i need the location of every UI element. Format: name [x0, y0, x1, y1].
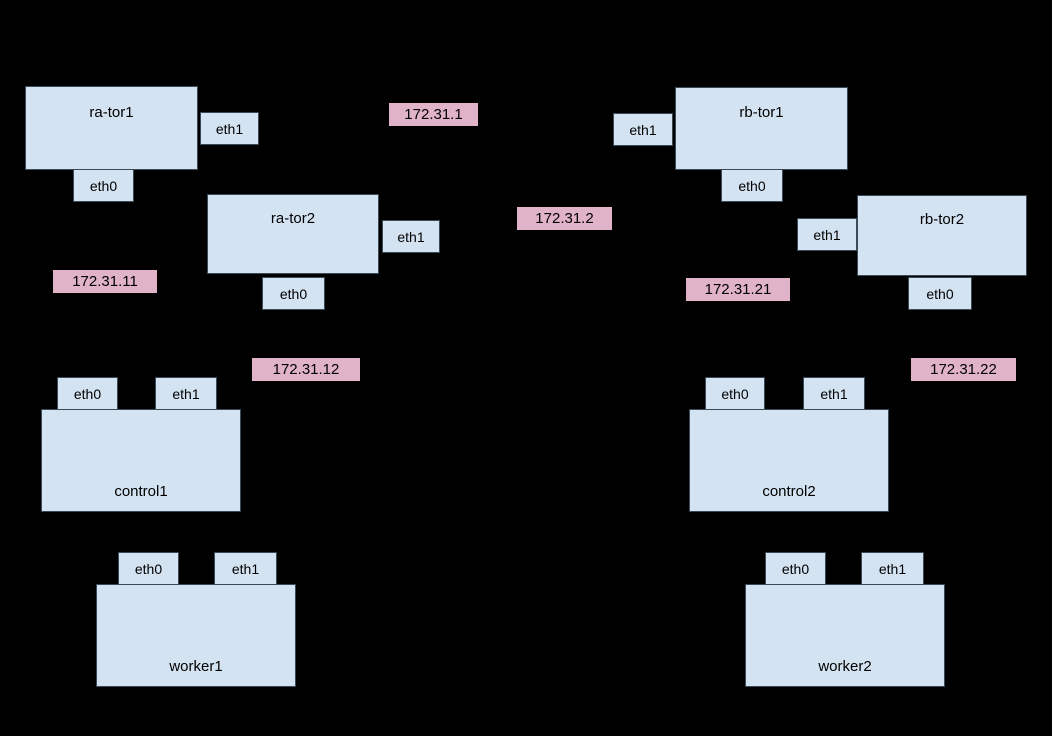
interface-worker1-eth1[interactable]: eth1 [214, 552, 277, 585]
interface-label-worker2-eth1: eth1 [878, 560, 907, 577]
interface-label-rb-tor2-eth0: eth0 [926, 285, 954, 302]
ip-label-text-ip-172-31-2: 172.31.2 [535, 210, 594, 227]
node-worker2[interactable]: worker2 [745, 584, 945, 687]
interface-control1-eth1[interactable]: eth1 [155, 377, 217, 410]
interface-label-worker1-eth1: eth1 [231, 560, 260, 577]
node-worker1[interactable]: worker1 [96, 584, 296, 687]
interface-worker2-eth0[interactable]: eth0 [765, 552, 826, 585]
interface-control2-eth1[interactable]: eth1 [803, 377, 865, 410]
node-control2[interactable]: control2 [689, 409, 889, 512]
interface-rb-tor2-eth1[interactable]: eth1 [797, 218, 857, 251]
interface-worker1-eth0[interactable]: eth0 [118, 552, 179, 585]
ip-label-ip-172-31-1: 172.31.1 [389, 103, 478, 126]
ip-label-ip-172-31-11: 172.31.11 [53, 270, 157, 293]
interface-worker2-eth1[interactable]: eth1 [861, 552, 924, 585]
node-label-control2: control2 [762, 483, 816, 500]
ip-label-ip-172-31-22: 172.31.22 [911, 358, 1016, 381]
interface-ra-tor1-eth1[interactable]: eth1 [200, 112, 259, 145]
interface-control2-eth0[interactable]: eth0 [705, 377, 765, 410]
ip-label-ip-172-31-12: 172.31.12 [252, 358, 360, 381]
node-rb-tor1[interactable]: rb-tor1 [675, 87, 848, 170]
interface-label-ra-tor2-eth0: eth0 [279, 285, 308, 302]
ip-label-ip-172-31-21: 172.31.21 [686, 278, 790, 301]
interface-control1-eth0[interactable]: eth0 [57, 377, 118, 410]
interface-label-control1-eth1: eth1 [172, 385, 200, 402]
ip-label-text-ip-172-31-21: 172.31.21 [704, 281, 772, 298]
ip-label-text-ip-172-31-22: 172.31.22 [930, 361, 997, 378]
interface-label-control1-eth0: eth0 [73, 385, 102, 402]
ip-label-ip-172-31-2: 172.31.2 [517, 207, 612, 230]
node-label-worker2: worker2 [818, 658, 872, 675]
interface-label-rb-tor1-eth1: eth1 [629, 121, 657, 138]
interface-rb-tor2-eth0[interactable]: eth0 [908, 277, 972, 310]
interface-ra-tor2-eth0[interactable]: eth0 [262, 277, 325, 310]
node-ra-tor1[interactable]: ra-tor1 [25, 86, 198, 170]
interface-label-rb-tor1-eth0: eth0 [738, 177, 766, 194]
interface-label-worker2-eth0: eth0 [781, 560, 810, 577]
node-control1[interactable]: control1 [41, 409, 241, 512]
ip-label-text-ip-172-31-12: 172.31.12 [272, 361, 340, 378]
interface-label-worker1-eth0: eth0 [134, 560, 163, 577]
interface-label-control2-eth1: eth1 [820, 385, 848, 402]
node-label-ra-tor1: ra-tor1 [89, 103, 134, 121]
node-label-worker1: worker1 [169, 658, 223, 675]
interface-label-rb-tor2-eth1: eth1 [813, 226, 841, 243]
node-label-control1: control1 [114, 483, 168, 500]
interface-rb-tor1-eth0[interactable]: eth0 [721, 169, 783, 202]
interface-ra-tor1-eth0[interactable]: eth0 [73, 169, 134, 202]
node-label-rb-tor2: rb-tor2 [919, 211, 965, 228]
node-label-ra-tor2: ra-tor2 [270, 209, 316, 227]
node-ra-tor2[interactable]: ra-tor2 [207, 194, 379, 274]
interface-label-control2-eth0: eth0 [721, 385, 749, 402]
ip-label-text-ip-172-31-1: 172.31.1 [404, 106, 463, 123]
interface-label-ra-tor2-eth1: eth1 [397, 228, 425, 245]
node-rb-tor2[interactable]: rb-tor2 [857, 195, 1027, 276]
interface-label-ra-tor1-eth1: eth1 [215, 120, 244, 137]
interface-label-ra-tor1-eth0: eth0 [89, 177, 118, 194]
ip-label-text-ip-172-31-11: 172.31.11 [72, 273, 138, 290]
interface-rb-tor1-eth1[interactable]: eth1 [613, 113, 673, 146]
node-label-rb-tor1: rb-tor1 [739, 104, 784, 121]
interface-ra-tor2-eth1[interactable]: eth1 [382, 220, 440, 253]
